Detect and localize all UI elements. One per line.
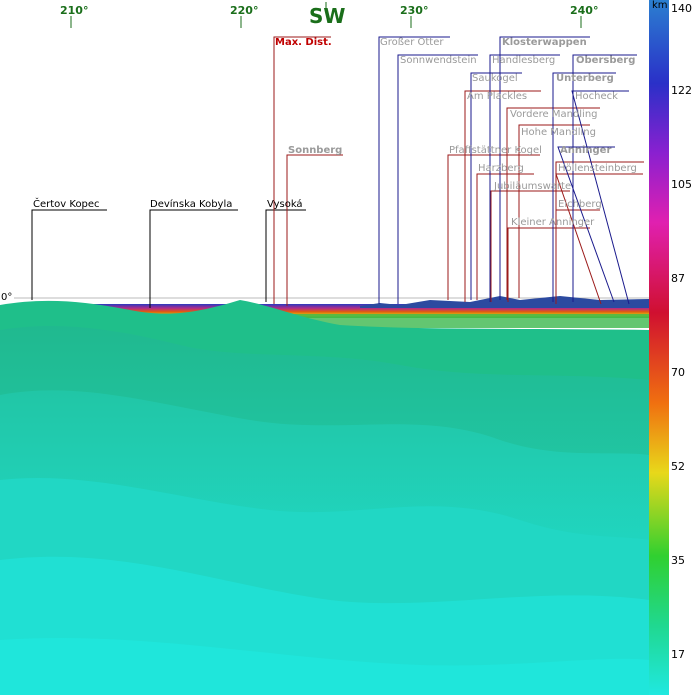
azimuth-label-220: 220° bbox=[230, 4, 259, 17]
peak-label: Am Plackles bbox=[467, 91, 528, 102]
peak-label: Obersberg bbox=[576, 55, 636, 66]
peak-label: Hohe Mandling bbox=[521, 127, 596, 138]
peak-label: Handlesberg bbox=[492, 55, 556, 66]
terrain-panorama bbox=[0, 2, 649, 695]
scale-tick: 35 bbox=[671, 554, 685, 567]
scale-tick: 70 bbox=[671, 366, 685, 379]
scale-tick: 122 bbox=[671, 84, 692, 97]
scale-tick: 140 bbox=[671, 2, 692, 15]
peak-label: Kleiner Anninger bbox=[511, 217, 595, 228]
leader-lines-red bbox=[273, 36, 644, 306]
terrain-ridge-6 bbox=[0, 637, 649, 695]
peak-label: Klosterwappen bbox=[502, 37, 587, 48]
azimuth-label-210: 210° bbox=[60, 4, 89, 17]
peak-label: Harzberg bbox=[478, 163, 524, 174]
azimuth-label-240: 240° bbox=[570, 4, 599, 17]
horizon-label: 0° bbox=[1, 292, 13, 303]
peak-label: Saukogel bbox=[472, 73, 518, 84]
peak-label: Großer Otter bbox=[380, 37, 444, 48]
azimuth-label-230: 230° bbox=[400, 4, 429, 17]
peak-label: Vordere Mandling bbox=[510, 109, 598, 120]
peak-label: Devínska Kobyla bbox=[150, 199, 233, 210]
peak-label: Jubiläumswarte bbox=[494, 181, 572, 192]
peak-label: Sonnberg bbox=[288, 145, 343, 156]
peak-label: Pfaffstättner Kogel bbox=[449, 145, 542, 156]
leader-lines-blue bbox=[378, 36, 637, 305]
peak-label: Höllensteinberg bbox=[558, 163, 637, 174]
max-distance-label: Max. Dist. bbox=[275, 37, 332, 48]
peak-label: Sonnwendstein bbox=[400, 55, 477, 66]
peak-label: Hocheck bbox=[575, 91, 618, 102]
scale-tick: 52 bbox=[671, 460, 685, 473]
direction-label: SW bbox=[309, 4, 346, 28]
leader-lines-black bbox=[31, 209, 306, 308]
peak-label: Eichberg bbox=[558, 199, 602, 210]
peak-label: Vysoká bbox=[267, 199, 303, 210]
scale-tick: 17 bbox=[671, 648, 685, 661]
distance-scale-bar bbox=[649, 0, 669, 695]
peak-label: Unterberg bbox=[556, 73, 614, 84]
scale-unit: km bbox=[652, 0, 668, 11]
peak-label: Čertov Kopec bbox=[33, 199, 100, 210]
far-ridge-blue bbox=[360, 296, 649, 308]
scale-tick: 87 bbox=[671, 272, 685, 285]
scale-tick: 105 bbox=[671, 178, 692, 191]
distance-scale: km 140 122 105 87 70 52 35 17 bbox=[649, 0, 699, 695]
peak-label: Anninger bbox=[560, 145, 612, 156]
